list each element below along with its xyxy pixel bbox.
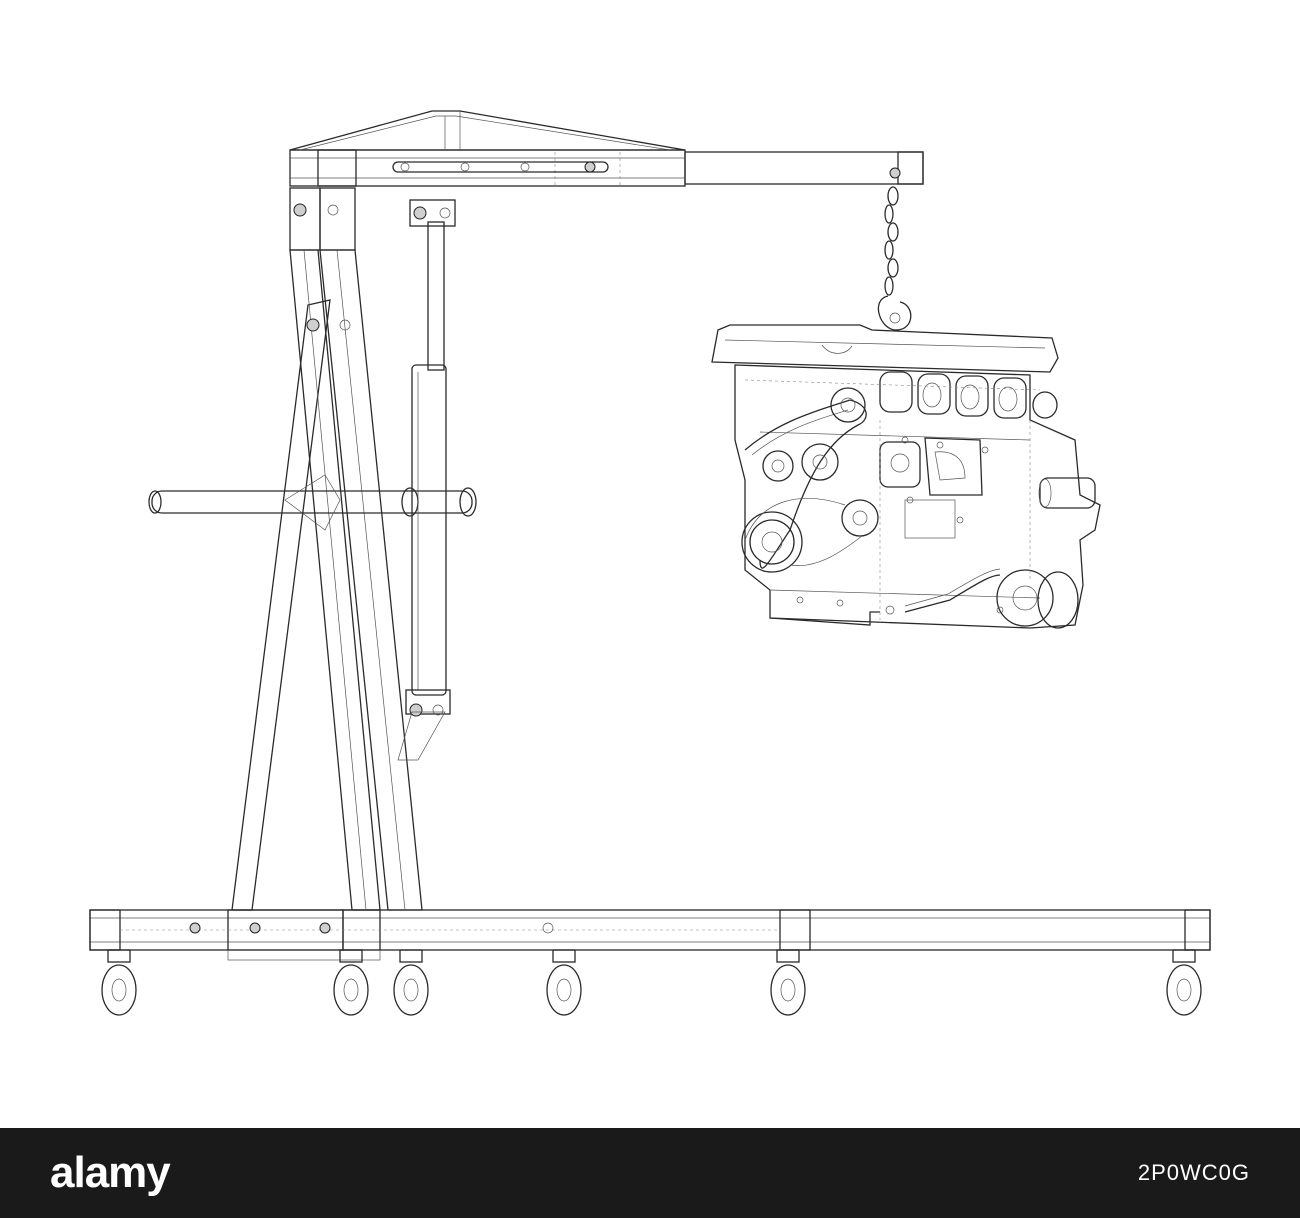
base-frame xyxy=(89,909,1211,961)
caster-wheel xyxy=(333,949,369,1016)
logo-text: alamy xyxy=(50,1148,171,1197)
alamy-logo: alamy xyxy=(50,1148,171,1198)
watermark-banner: alamy 2P0WC0G xyxy=(0,1128,1300,1218)
caster-wheel xyxy=(1166,949,1202,1016)
caster-wheel xyxy=(546,949,582,1016)
caster-wheel xyxy=(393,949,429,1016)
stock-image-id: 2P0WC0G xyxy=(1137,1160,1250,1185)
lifting-chain xyxy=(877,186,912,331)
engine-block xyxy=(711,324,1101,629)
drawing-canvas xyxy=(89,110,1211,1016)
hydraulic-ram xyxy=(397,199,456,761)
caster-wheel xyxy=(770,949,806,1016)
caster-wheels xyxy=(101,949,1202,1016)
boom-arm xyxy=(289,110,924,187)
caster-wheel xyxy=(101,949,137,1016)
engine-hoist-illustration xyxy=(89,110,1211,1016)
lifting-hook xyxy=(877,295,912,331)
mast-legs xyxy=(231,187,423,911)
pump-handle xyxy=(148,474,477,531)
